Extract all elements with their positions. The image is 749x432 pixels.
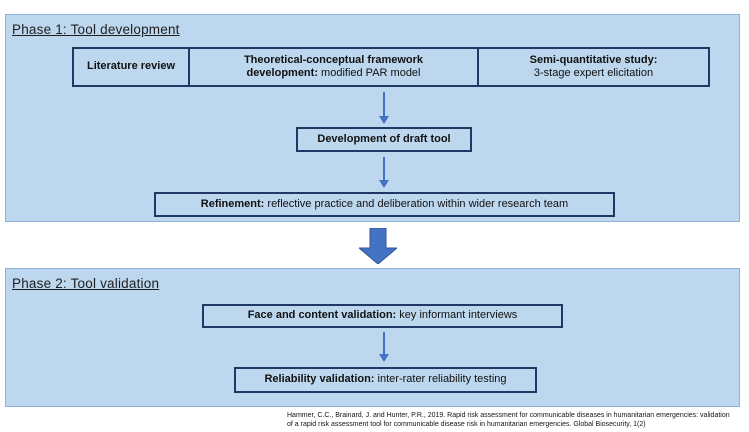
phase-1-title: Phase 1: Tool development bbox=[12, 22, 180, 37]
citation-line-2: of a rapid risk assessment tool for comm… bbox=[287, 420, 646, 428]
face-content-validation-box: Face and content validation: key informa… bbox=[202, 304, 563, 328]
down-arrow-icon bbox=[379, 92, 389, 124]
draft-tool-box: Development of draft tool bbox=[296, 127, 472, 152]
semi-quantitative-study-box: Semi-quantitative study: 3-stage expert … bbox=[477, 47, 710, 87]
refinement-label: Refinement: reflective practice and deli… bbox=[200, 197, 569, 210]
down-arrow-icon bbox=[379, 332, 389, 362]
reliability-validation-box: Reliability validation: inter-rater reli… bbox=[234, 367, 537, 393]
phase-2-title: Phase 2: Tool validation bbox=[12, 276, 160, 291]
refinement-box: Refinement: reflective practice and deli… bbox=[154, 192, 615, 217]
down-arrow-icon bbox=[379, 157, 389, 188]
reliability-validation-label: Reliability validation: inter-rater reli… bbox=[264, 373, 507, 386]
literature-review-label: Literature review bbox=[86, 60, 176, 73]
draft-tool-label: Development of draft tool bbox=[317, 132, 451, 145]
face-content-validation-label: Face and content validation: key informa… bbox=[247, 309, 518, 322]
block-down-arrow-icon bbox=[359, 228, 397, 264]
framework-label: Theoretical-conceptual framework develop… bbox=[243, 53, 424, 80]
citation-line-1: Hammer, C.C., Brainard, J. and Hunter, P… bbox=[287, 412, 730, 419]
semi-quantitative-study-label: Semi-quantitative study: 3-stage expert … bbox=[529, 53, 658, 80]
framework-box: Theoretical-conceptual framework develop… bbox=[188, 47, 479, 87]
citation: Hammer, C.C., Brainard, J. and Hunter, P… bbox=[287, 412, 745, 430]
literature-review-box: Literature review bbox=[72, 47, 190, 87]
phase-1-panel bbox=[5, 14, 740, 222]
